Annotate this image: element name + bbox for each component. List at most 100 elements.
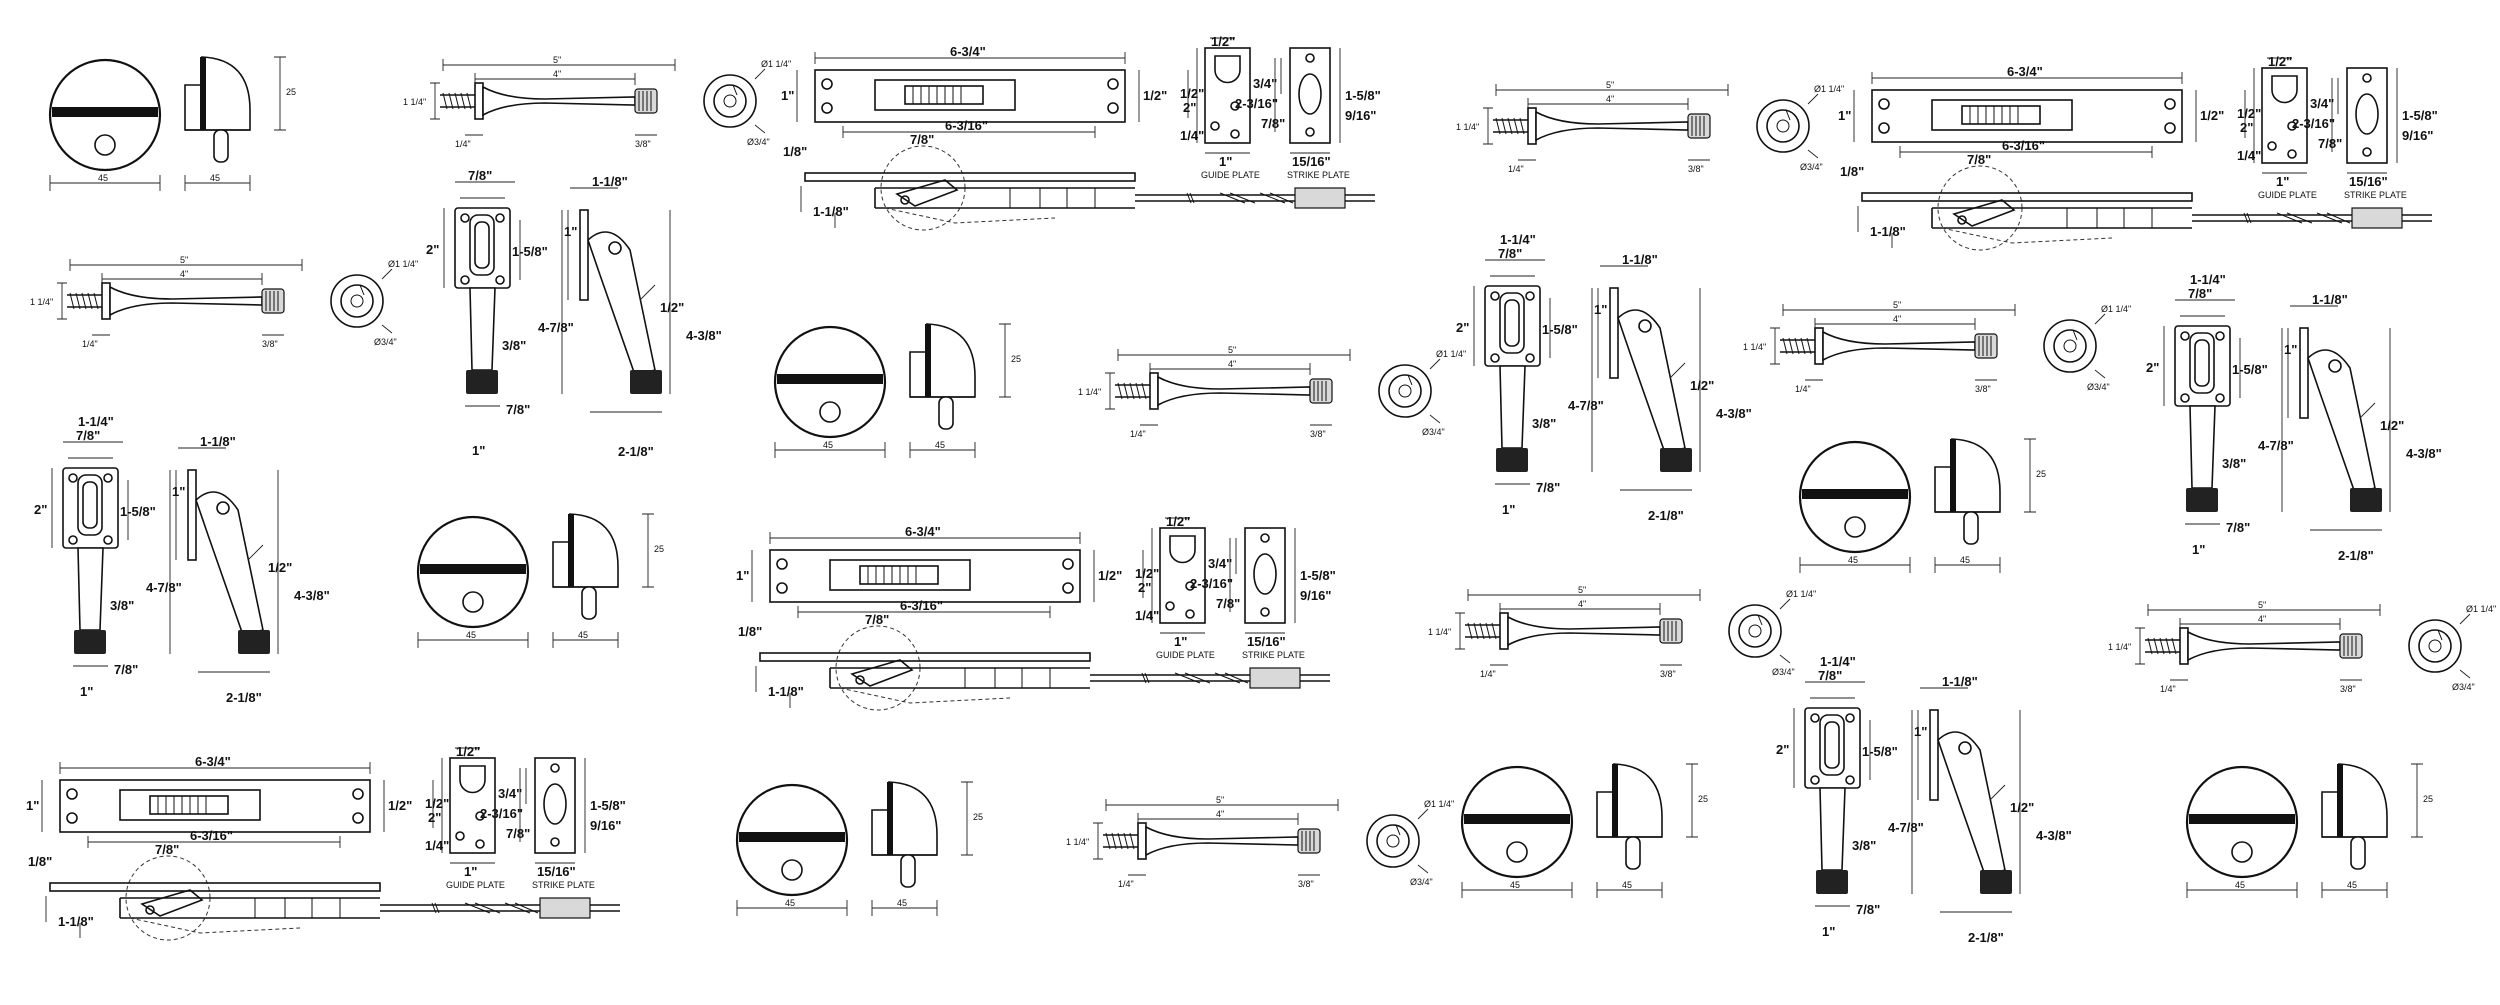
- kd-plate-height: 2": [34, 502, 47, 517]
- strike-plate-label: STRIKE PLATE: [2344, 190, 2407, 200]
- kick-down-holder-drawing-4: 1-1/4" 7/8" 2" 1-5/8" 3/8" 7/8" 1" 1-1/8…: [1776, 654, 2072, 945]
- stopper-dim-2: 45: [935, 440, 945, 450]
- floor-stopper-drawing-6: 45 45 25: [1798, 437, 2046, 575]
- strike-a: 3/4": [2310, 96, 2334, 111]
- kd-plate-width: 1-5/8": [1862, 744, 1898, 759]
- kd-top-width-outer: 1-1/4": [2190, 272, 2226, 287]
- wall-stop-base: 1/4": [1508, 164, 1524, 174]
- floor-stopper-drawing-4: 45 45 25: [735, 780, 983, 918]
- wall-stop-drawing-4: 5" 4" 1 1/4" 1/4" 3/8" Ø1 1/4" Ø3/4": [1066, 795, 1454, 889]
- strike-c: 7/8": [1216, 596, 1240, 611]
- flush-bolt-throw: 1-1/8": [813, 204, 849, 219]
- wall-stop-dia-outer: Ø1 1/4": [761, 59, 791, 69]
- strike-d: 9/16": [1345, 108, 1376, 123]
- kd-total-height: 4-3/8": [1716, 406, 1752, 421]
- kd-arm-offset: 1": [2284, 342, 2297, 357]
- kd-base: 1": [1822, 924, 1835, 939]
- wall-stop-base: 1/4": [1480, 669, 1496, 679]
- stopper-dim-1: 45: [785, 898, 795, 908]
- wall-stop-overall: 5": [1228, 345, 1236, 355]
- strike-a: 3/4": [498, 786, 522, 801]
- flush-bolt-inner-length: 6-3/16": [945, 118, 988, 133]
- kd-foot: 7/8": [1856, 902, 1880, 917]
- guide-mid: 1/2": [1135, 566, 1159, 581]
- strike-d: 9/16": [2402, 128, 2433, 143]
- stopper-dim-1: 45: [2235, 880, 2245, 890]
- stopper-dim-3: 25: [2036, 469, 2046, 479]
- wall-stop-dia-inner: Ø3/4": [1410, 877, 1433, 887]
- wall-stop-screw: 1 1/4": [1078, 387, 1101, 397]
- wall-stop-base: 1/4": [1795, 384, 1811, 394]
- guide-top: 1/2": [1211, 34, 1235, 49]
- wall-stop-dia-outer: Ø1 1/4": [388, 259, 418, 269]
- strike-d: 9/16": [1300, 588, 1331, 603]
- kd-foot: 7/8": [1536, 480, 1560, 495]
- strike-width: 15/16": [1292, 154, 1331, 169]
- flush-bolt-drawing-2: 6-3/4" 6-3/16" 1" 1/2" 7/8" 1/8" 1-1/8" …: [736, 514, 1336, 711]
- wall-stop-dia-outer: Ø1 1/4": [2466, 604, 2496, 614]
- kd-arm-mid: 1/2": [2010, 800, 2034, 815]
- flush-bolt-inner-length: 6-3/16": [900, 598, 943, 613]
- guide-height: 2": [1138, 580, 1151, 595]
- stopper-dim-2: 45: [897, 898, 907, 908]
- kd-foot: 7/8": [506, 402, 530, 417]
- floor-stopper-drawing-5: 45 45 25: [1460, 762, 1708, 900]
- wall-stop-base: 1/4": [2160, 684, 2176, 694]
- wall-stop-dia-outer: Ø1 1/4": [1786, 589, 1816, 599]
- kd-plate-height: 2": [426, 242, 439, 257]
- guide-top: 1/2": [1166, 514, 1190, 529]
- kd-top-width: 7/8": [1498, 246, 1522, 261]
- flush-bolt-inner-length: 6-3/16": [2002, 138, 2045, 153]
- wall-stop-overall: 5": [1606, 80, 1614, 90]
- stopper-dim-3: 25: [1011, 354, 1021, 364]
- kd-arm-top: 1-1/8": [1622, 252, 1658, 267]
- guide-width: 1": [1174, 634, 1187, 649]
- strike-b: 2-3/16": [1235, 96, 1278, 111]
- kick-down-holder-drawing-2: 1-1/4" 7/8" 2" 1-5/8" 3/8" 7/8" 1" 1-1/8…: [34, 414, 330, 705]
- stopper-dim-1: 45: [1510, 880, 1520, 890]
- flush-bolt-throw: 1-1/8": [58, 914, 94, 929]
- wall-stop-drawing-5: 5" 4" 1 1/4" 1/4" 3/8" Ø1 1/4" Ø3/4": [1456, 80, 1844, 174]
- kd-arm-mid: 1/2": [2380, 418, 2404, 433]
- stopper-dim-1: 45: [1848, 555, 1858, 565]
- kd-arm-mid: 1/2": [1690, 378, 1714, 393]
- stopper-dim-3: 25: [654, 544, 664, 554]
- guide-low: 1/4": [1180, 128, 1204, 143]
- wall-stop-tip: 3/8": [1298, 879, 1314, 889]
- wall-stop-base: 1/4": [455, 139, 471, 149]
- wall-stop-overall: 5": [180, 255, 188, 265]
- guide-top: 1/2": [2268, 54, 2292, 69]
- wall-stop-dia-inner: Ø3/4": [374, 337, 397, 347]
- strike-plate-label: STRIKE PLATE: [1242, 650, 1305, 660]
- wall-stop-base: 1/4": [82, 339, 98, 349]
- wall-stop-drawing-3: 5" 4" 1 1/4" 1/4" 3/8" Ø1 1/4" Ø3/4": [1078, 345, 1466, 439]
- guide-height: 2": [428, 810, 441, 825]
- kd-plate-width: 1-5/8": [120, 504, 156, 519]
- strike-width: 15/16": [1247, 634, 1286, 649]
- wall-stop-tip: 3/8": [1688, 164, 1704, 174]
- guide-mid: 1/2": [2237, 106, 2261, 121]
- wall-stop-dia-inner: Ø3/4": [1800, 162, 1823, 172]
- strike-b: 2-3/16": [480, 806, 523, 821]
- kd-base: 1": [472, 443, 485, 458]
- stopper-dim-3: 25: [286, 87, 296, 97]
- wall-stop-base: 1/4": [1130, 429, 1146, 439]
- flush-bolt-width: 1": [781, 88, 794, 103]
- flush-bolt-throw: 1-1/8": [1870, 224, 1906, 239]
- kd-mid: 3/8": [110, 598, 134, 613]
- kd-base: 1": [80, 684, 93, 699]
- kd-arm-height: 4-7/8": [1568, 398, 1604, 413]
- wall-stop-dia-outer: Ø1 1/4": [2101, 304, 2131, 314]
- stopper-dim-1: 45: [823, 440, 833, 450]
- strike-a: 3/4": [1208, 556, 1232, 571]
- flush-bolt-throw: 1-1/8": [768, 684, 804, 699]
- kd-mid: 3/8": [1852, 838, 1876, 853]
- wall-stop-base: 1/4": [1118, 879, 1134, 889]
- stopper-dim-3: 25: [1698, 794, 1708, 804]
- kd-arm-base: 2-1/8": [2338, 548, 2374, 563]
- guide-mid: 1/2": [1180, 86, 1204, 101]
- kd-arm-offset: 1": [564, 224, 577, 239]
- kd-top-width-outer: 1-1/4": [1500, 232, 1536, 247]
- flush-bolt-length: 6-3/4": [950, 44, 986, 59]
